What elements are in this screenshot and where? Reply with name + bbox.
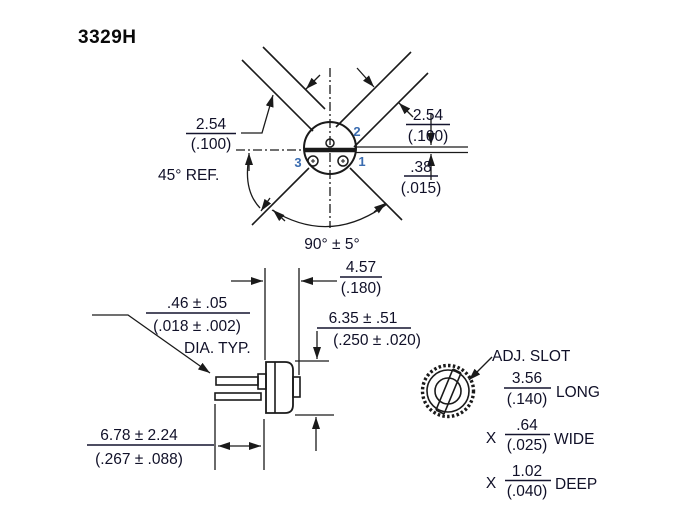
adjustment-knob-drawing: [420, 363, 476, 419]
dim-pin-dia-label: DIA. TYP.: [184, 340, 251, 357]
pin-1-label: 1: [358, 154, 365, 169]
top-view-diagonal-lines: [241, 46, 429, 226]
top-view-dimension-arrows: [241, 67, 435, 228]
dim-height-mm: 6.35 ± .51: [329, 310, 398, 327]
dim-slot-long-in: (.140): [507, 391, 548, 408]
dim-pin-spacing-right-in: (.100): [408, 128, 449, 145]
pin-2-label: 2: [353, 124, 360, 139]
top-view-body-circle: [303, 121, 357, 175]
adj-slot-leader: [468, 356, 493, 381]
dim-pin-spacing-left-in: (.100): [191, 136, 232, 153]
angle-ref-label: 45° REF.: [158, 167, 219, 184]
dim-height-in: (.250 ± .020): [333, 332, 421, 349]
dim-slot-deep-in: (.040): [507, 483, 548, 500]
dim-pin-length-mm: 6.78 ± 2.24: [100, 427, 178, 444]
dim-slot-wide-in: (.025): [507, 437, 548, 454]
pin-3-label: 3: [294, 155, 301, 170]
dim-slot-deep-x: X: [486, 475, 497, 492]
dim-slot-wide-label: WIDE: [554, 431, 594, 448]
top-view-slot-extension-lines: [356, 146, 468, 154]
dim-pin-dia-in: (.018 ± .002): [153, 318, 241, 335]
top-view: 2.54 (.100) 45° REF. 2.54 (.100) .38 (.0…: [158, 46, 468, 253]
slot-lines: [435, 368, 462, 415]
dim-pin-spacing-left-mm: 2.54: [196, 116, 227, 133]
dim-slot-width-in: (.015): [401, 180, 442, 197]
angle-span-label: 90° ± 5°: [304, 236, 359, 253]
dim-slot-width-mm: .38: [410, 159, 432, 176]
dim-slot-deep-mm: 1.02: [512, 463, 542, 480]
dim-pin-dia-mm: .46 ± .05: [167, 295, 227, 312]
dim-depth-mm: 4.57: [346, 259, 376, 276]
dim-pin-spacing-right-mm: 2.54: [413, 107, 444, 124]
side-view-dimension-lines: [87, 268, 337, 470]
adjustment-slot-view: ADJ. SLOT 3.56 (.140) LONG X .64 (.025) …: [420, 348, 600, 500]
dim-depth-in: (.180): [341, 280, 382, 297]
dim-slot-long-mm: 3.56: [512, 370, 542, 387]
adj-slot-label: ADJ. SLOT: [492, 348, 571, 365]
dim-pin-length-in: (.267 ± .088): [95, 451, 183, 468]
dim-slot-deep-label: DEEP: [555, 476, 597, 493]
dim-slot-wide-x: X: [486, 430, 497, 447]
side-view: 4.57 (.180) 6.35 ± .51 (.250 ± .020) .46…: [87, 259, 421, 470]
dim-slot-long-label: LONG: [556, 384, 600, 401]
dim-slot-wide-mm: .64: [516, 417, 538, 434]
part-number-title: 3329H: [78, 27, 137, 48]
side-view-body: [214, 361, 301, 414]
